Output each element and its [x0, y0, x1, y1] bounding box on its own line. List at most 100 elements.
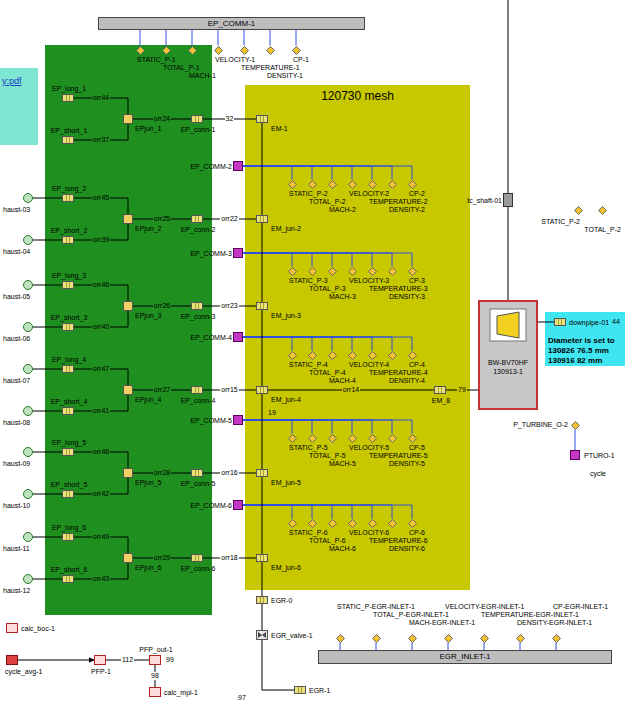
signal-link — [243, 337, 332, 351]
pipe-connector — [262, 604, 263, 630]
node-label: EP_COMM-6 — [190, 502, 232, 510]
signal-link — [243, 253, 312, 267]
diamond-outline — [240, 46, 249, 55]
orifice-label: orr44 — [92, 94, 110, 102]
node-label: TOTAL_P-EGR-INLET-1 — [373, 611, 449, 619]
orifice-label: orr37 — [92, 136, 110, 144]
node-label: DENSITY-1 — [267, 72, 303, 80]
signal-link — [243, 253, 332, 267]
signal-link — [296, 30, 297, 46]
node-label: EP_short_5 — [51, 481, 88, 489]
node-label: CP-5 — [409, 444, 425, 452]
node-label: EP_short_6 — [51, 566, 88, 574]
pipe-connector — [33, 411, 62, 412]
diamond-outline — [328, 351, 337, 360]
signal-link — [243, 420, 392, 434]
pipe-element: EM-1 — [256, 115, 268, 123]
diamond-outline — [162, 46, 171, 55]
junction: EPjun_3 — [123, 301, 133, 311]
signal-link — [243, 253, 392, 267]
pipe-connector — [262, 310, 263, 386]
exhaust-end: haust-05 — [23, 280, 33, 290]
node-label: CP-3 — [409, 277, 425, 285]
signal-link — [218, 30, 219, 46]
pipe-connector — [33, 452, 62, 453]
valve-symbol — [257, 631, 267, 639]
sensor-diamond: TEMPERATURE-2 — [368, 180, 377, 189]
sensor-diamond: STATIC_P-2 — [574, 206, 583, 215]
signal-link — [376, 643, 377, 651]
diamond-outline — [552, 634, 561, 643]
signal-link — [243, 337, 352, 351]
signal-link — [243, 166, 392, 180]
exhaust-end: haust-04 — [23, 235, 33, 245]
signal-link — [243, 166, 312, 180]
pipe-element: EP_long_2 — [62, 194, 74, 202]
node-label: TOTAL_P-1 — [163, 64, 200, 72]
node-label: calc_mpi-1 — [164, 689, 198, 697]
node-label: EGR-0 — [271, 597, 292, 605]
pipe-element: EP_short_3 — [62, 323, 74, 331]
sensor-diamond: CP-EGR-INLET-1 — [552, 634, 561, 643]
exhaust-end: haust-11 — [23, 532, 33, 542]
pipe-connector — [33, 369, 62, 370]
orifice-label: orr16 — [220, 469, 238, 477]
pipe-element: EM_jun-6 — [256, 554, 268, 562]
pipe-connector — [262, 394, 263, 469]
orifice-label: orr41 — [92, 407, 110, 415]
mesh-region: 120730 meshEM-1STATIC_P-2TOTAL_P-2MACH-2… — [245, 85, 470, 590]
callout-number: 19 — [268, 409, 276, 417]
node-label: CP-2 — [409, 190, 425, 198]
node-label: EP_COMM-1 — [99, 18, 364, 29]
diamond-outline — [188, 46, 197, 55]
egr-valve: EGR_valve-1 — [256, 630, 268, 640]
pipe-element: EP_short_1 — [62, 136, 74, 144]
node-label: EGR_INLET-1 — [319, 651, 611, 662]
signal-link — [270, 30, 271, 46]
sensor-diamond: MACH-4 — [328, 351, 337, 360]
pipe-element: EP_conn-1 — [191, 115, 203, 123]
node-label: EP_COMM-4 — [190, 334, 232, 342]
node-label: CP-1 — [293, 56, 309, 64]
node-label: EGR_valve-1 — [271, 632, 313, 640]
node-label: DENSITY-2 — [389, 206, 425, 214]
diamond-outline — [368, 351, 377, 360]
diamond-outline — [480, 634, 489, 643]
pipe-connector — [262, 223, 263, 302]
pipe-connector — [33, 327, 62, 328]
node-label: STATIC_P-5 — [289, 444, 328, 452]
diamond-outline — [574, 206, 583, 215]
node-label: EPjun_4 — [135, 396, 161, 404]
node-label: PFP_out-1 — [139, 646, 172, 654]
node-label: haust-07 — [3, 377, 30, 385]
diamond-outline — [328, 180, 337, 189]
diamond-outline — [372, 634, 381, 643]
sensor-diamond: TOTAL_P-EGR-INLET-1 — [372, 634, 381, 643]
node-label: haust-05 — [3, 293, 30, 301]
pipe-connector — [262, 477, 263, 554]
exhaust-end: haust-06 — [23, 322, 33, 332]
orifice-label: 79 — [457, 386, 467, 394]
diamond-outline — [516, 634, 525, 643]
orifice-label: orr46 — [92, 281, 110, 289]
node-label: VELOCITY-6 — [349, 529, 389, 537]
node-label: STATIC_P-2 — [541, 218, 580, 226]
exhaust-end: haust-12 — [23, 574, 33, 584]
node-label: MACH-1 — [189, 72, 216, 80]
signal-link — [243, 505, 412, 519]
node-label: EP_long_6 — [52, 524, 86, 532]
sensor-diamond: MACH-3 — [328, 267, 337, 276]
diamond-outline — [408, 519, 417, 528]
node-label: EP_conn-4 — [181, 397, 216, 405]
sensor-diamond: TEMPERATURE-6 — [368, 519, 377, 528]
node-label: MACH-4 — [329, 377, 356, 385]
sensor-diamond: CP-1 — [292, 46, 301, 55]
orifice-label: orr24 — [153, 115, 171, 123]
monitor-icon: PTURO-1 — [570, 450, 580, 460]
diamond-outline — [368, 180, 377, 189]
sensor-diamond: TEMPERATURE-1 — [240, 46, 249, 55]
node-label: STATIC_P-3 — [289, 277, 328, 285]
diamond-outline — [308, 351, 317, 360]
node-label: EP_short_4 — [51, 398, 88, 406]
node-label: y:pdf — [2, 76, 36, 87]
